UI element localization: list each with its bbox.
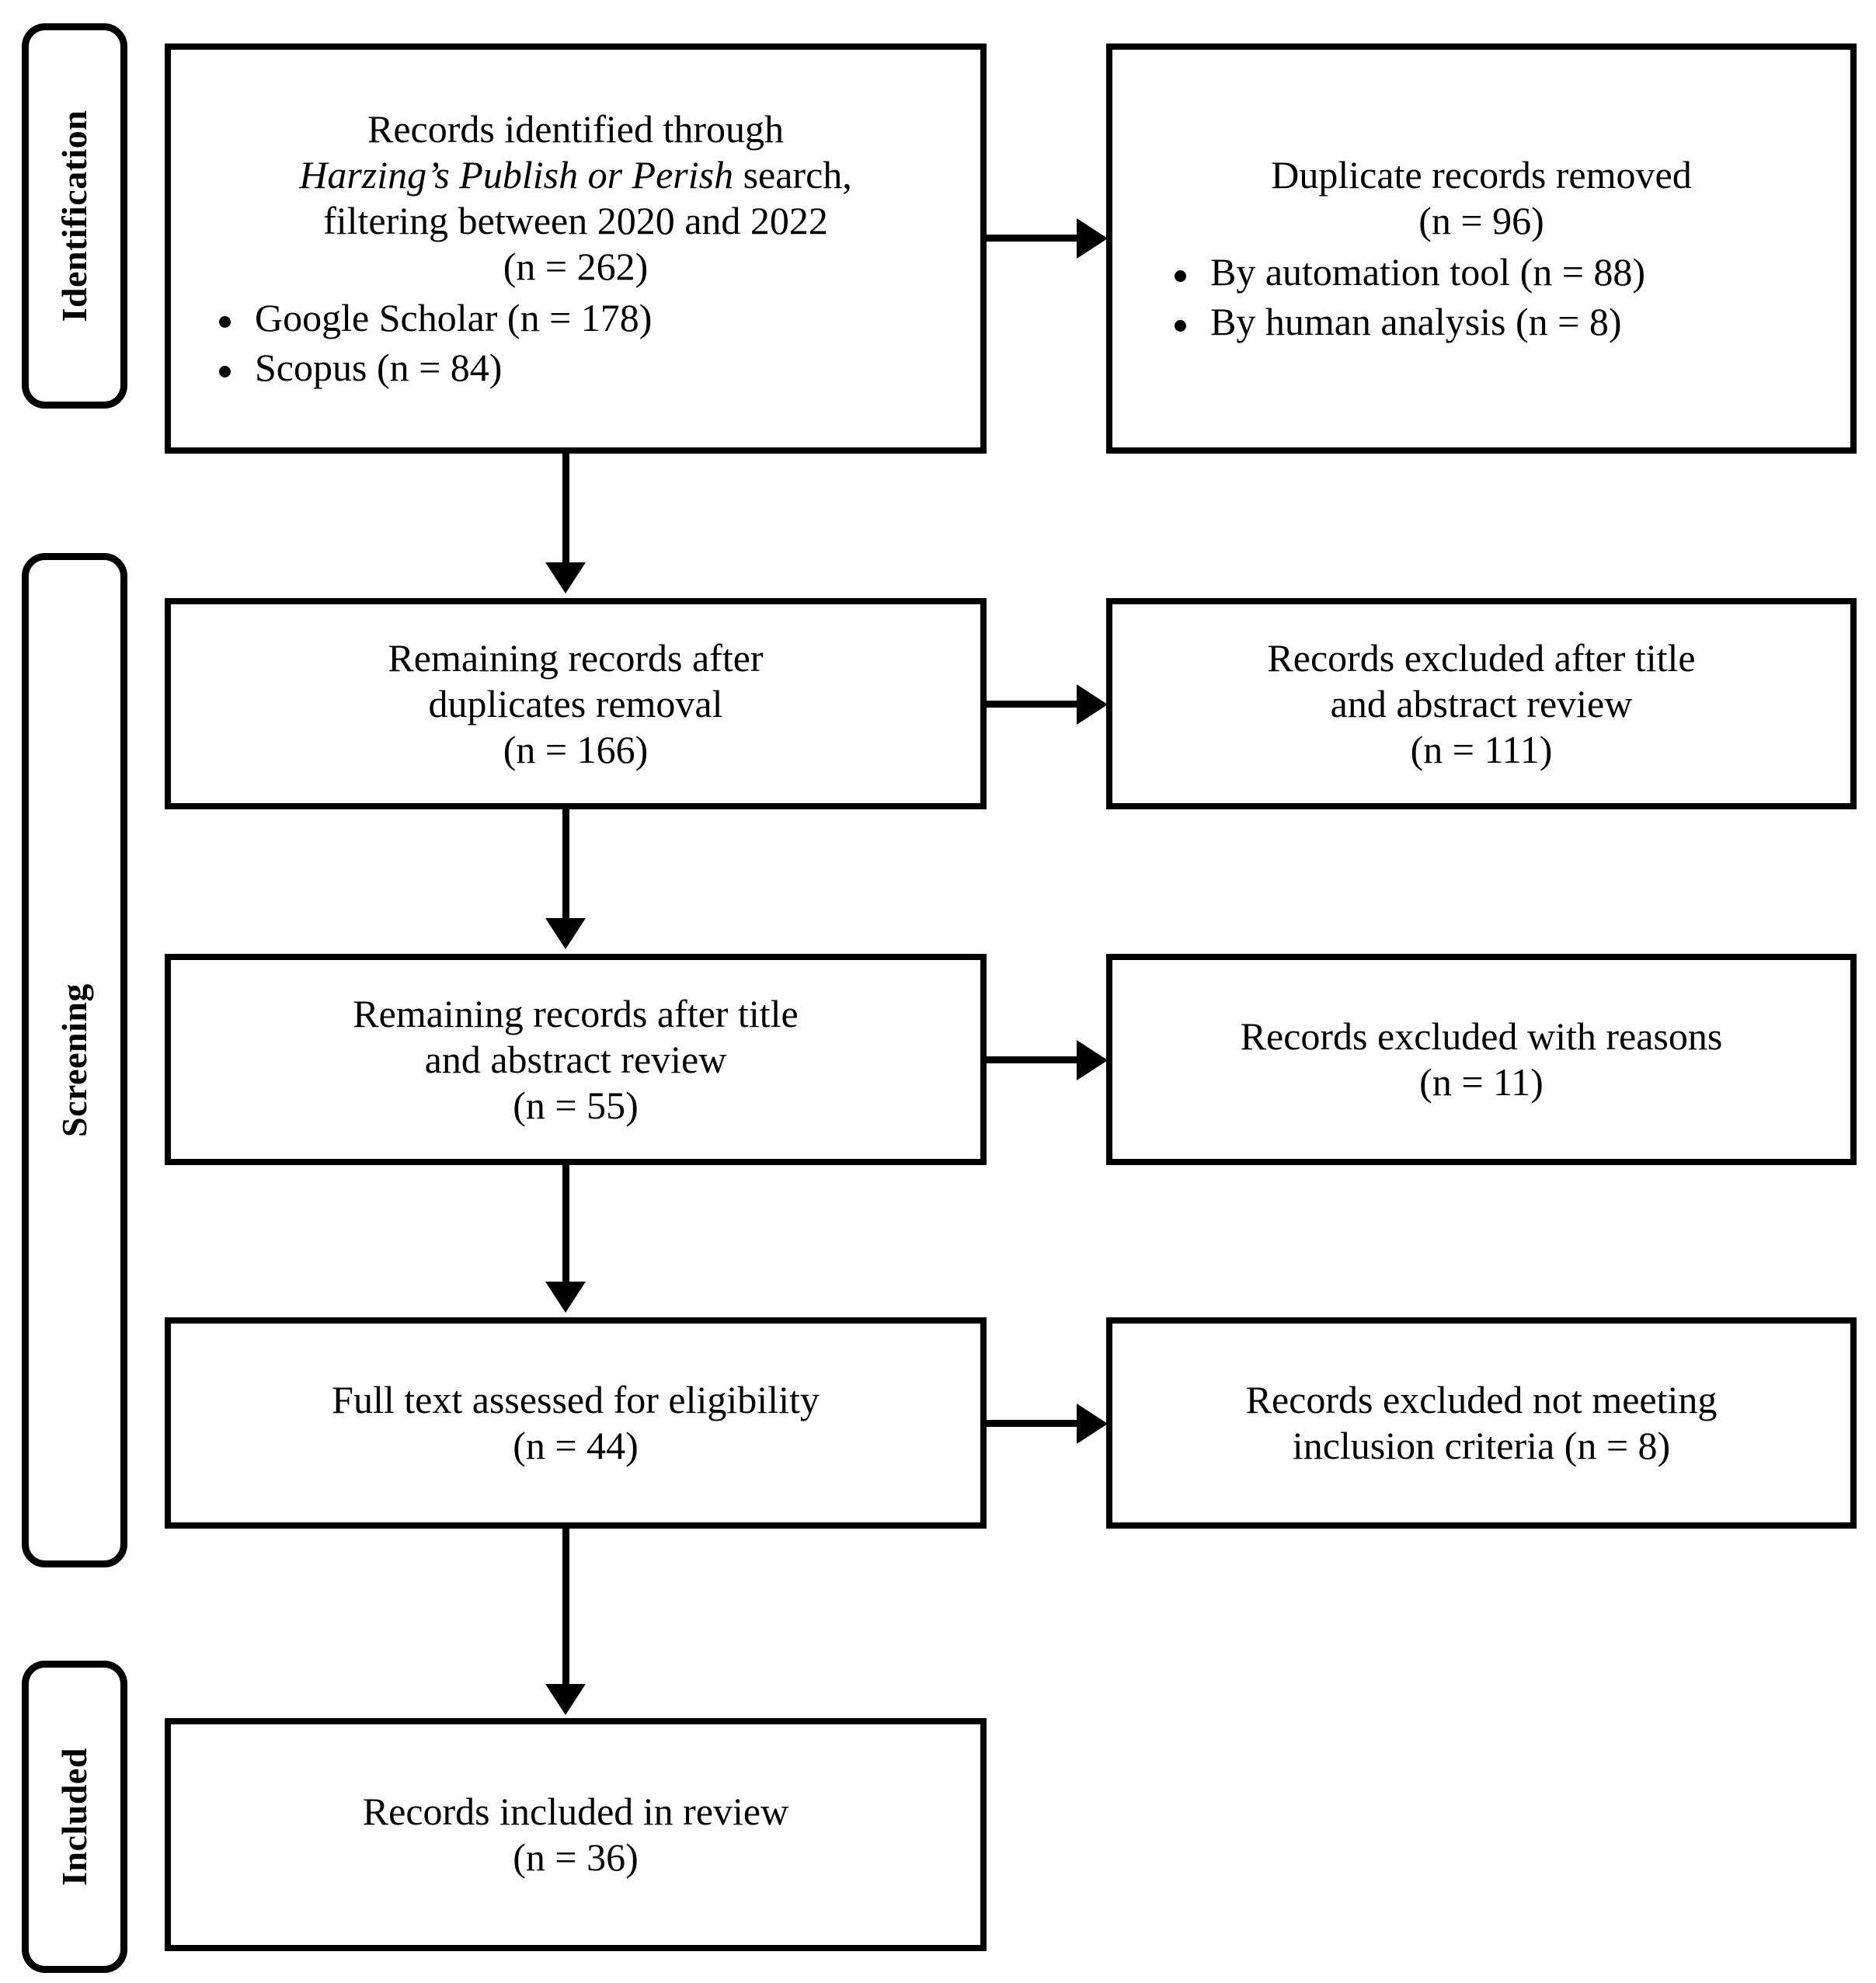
included-line1: Records included in review xyxy=(362,1790,789,1833)
arrowhead-remaining-ta-to-excluded-reasons xyxy=(1077,1040,1108,1080)
box-records-included-in-review-text: Records included in review (n = 36) xyxy=(183,1789,968,1880)
stage-label-identification: Identification xyxy=(22,23,127,409)
arrowhead-remaining-to-excluded-ta xyxy=(1077,684,1108,725)
connector-identified-to-remaining xyxy=(562,454,569,562)
arrowhead-full-text-to-excluded-criteria xyxy=(1077,1404,1108,1444)
remaining-dup-line2: duplicates removal xyxy=(428,681,723,725)
records-identified-line1: Records identified through xyxy=(367,107,784,151)
connector-remaining-to-excluded-ta xyxy=(987,701,1077,708)
connector-remaining-to-remaining-ta xyxy=(562,809,569,918)
connector-remaining-ta-to-excluded-reasons xyxy=(987,1056,1077,1063)
box-duplicate-records-removed-text: Duplicate records removed (n = 96) xyxy=(1125,152,1838,244)
arrowhead-identified-to-duplicates xyxy=(1077,218,1108,259)
box-remaining-after-title-abstract-text: Remaining records after title and abstra… xyxy=(183,991,968,1129)
connector-remaining-ta-to-full-text xyxy=(562,1165,569,1282)
stage-label-identification-text: Identification xyxy=(54,110,94,322)
box-remaining-after-title-abstract: Remaining records after title and abstra… xyxy=(165,954,987,1165)
arrowhead-remaining-ta-to-full-text xyxy=(545,1282,586,1313)
box-excluded-with-reasons-text: Records excluded with reasons (n = 11) xyxy=(1125,1014,1838,1105)
list-item: By human analysis (n = 8) xyxy=(1125,298,1838,345)
records-identified-line3: filtering between 2020 and 2022 xyxy=(323,199,828,242)
box-excluded-not-meeting-criteria-text: Records excluded not meeting inclusion c… xyxy=(1125,1377,1838,1469)
box-remaining-after-duplicates: Remaining records after duplicates remov… xyxy=(165,598,987,809)
stage-label-included: Included xyxy=(22,1661,127,1973)
box-duplicate-records-removed: Duplicate records removed (n = 96) By au… xyxy=(1106,43,1857,454)
remaining-ta-count: (n = 55) xyxy=(513,1083,639,1127)
box-excluded-not-meeting-criteria: Records excluded not meeting inclusion c… xyxy=(1106,1317,1857,1529)
connector-full-text-to-included xyxy=(562,1529,569,1684)
box-excluded-after-title-abstract: Records excluded after title and abstrac… xyxy=(1106,598,1857,809)
box-records-included-in-review: Records included in review (n = 36) xyxy=(165,1718,987,1951)
list-item: By automation tool (n = 88) xyxy=(1125,249,1838,295)
records-identified-count: (n = 262) xyxy=(503,245,649,288)
excluded-ta-line2: and abstract review xyxy=(1330,681,1633,725)
connector-full-text-to-excluded-criteria xyxy=(987,1420,1077,1427)
excluded-reasons-line1: Records excluded with reasons xyxy=(1240,1014,1723,1058)
list-item: Google Scholar (n = 178) xyxy=(183,294,968,341)
remaining-dup-count: (n = 166) xyxy=(503,727,649,771)
box-excluded-after-title-abstract-text: Records excluded after title and abstrac… xyxy=(1125,635,1838,773)
box-excluded-with-reasons: Records excluded with reasons (n = 11) xyxy=(1106,954,1857,1165)
excluded-reasons-count: (n = 11) xyxy=(1419,1060,1544,1104)
box-records-identified: Records identified through Harzing’s Pub… xyxy=(165,43,987,454)
excluded-criteria-line2: inclusion criteria (n = 8) xyxy=(1292,1424,1671,1467)
excluded-ta-line1: Records excluded after title xyxy=(1267,635,1696,680)
duplicates-methods: By automation tool (n = 88) By human ana… xyxy=(1125,245,1838,345)
full-text-line1: Full text assessed for eligibility xyxy=(332,1378,820,1421)
records-identified-line2: Harzing’s Publish or Perish search, xyxy=(183,152,968,198)
arrowhead-remaining-to-remaining-ta xyxy=(545,918,586,949)
arrowhead-identified-to-remaining xyxy=(545,562,586,593)
box-full-text-assessed-text: Full text assessed for eligibility (n = … xyxy=(183,1377,968,1469)
list-item: Scopus (n = 84) xyxy=(183,344,968,391)
box-full-text-assessed: Full text assessed for eligibility (n = … xyxy=(165,1317,987,1529)
duplicates-line1: Duplicate records removed xyxy=(1271,153,1692,197)
connector-identified-to-duplicates xyxy=(987,235,1077,242)
remaining-dup-line1: Remaining records after xyxy=(388,635,764,680)
remaining-ta-line1: Remaining records after title xyxy=(353,991,799,1035)
stage-label-screening-text: Screening xyxy=(54,983,94,1137)
box-remaining-after-duplicates-text: Remaining records after duplicates remov… xyxy=(183,635,968,773)
arrowhead-full-text-to-included xyxy=(545,1684,586,1715)
excluded-criteria-line1: Records excluded not meeting xyxy=(1245,1378,1718,1421)
records-identified-line2-rest: search, xyxy=(733,153,852,197)
excluded-ta-count: (n = 111) xyxy=(1410,727,1553,771)
records-identified-sources: Google Scholar (n = 178) Scopus (n = 84) xyxy=(183,291,968,391)
stage-label-included-text: Included xyxy=(54,1748,94,1886)
full-text-count: (n = 44) xyxy=(513,1424,639,1467)
box-records-identified-text: Records identified through Harzing’s Pub… xyxy=(183,106,968,290)
stage-label-screening: Screening xyxy=(22,553,127,1567)
remaining-ta-line2: and abstract review xyxy=(424,1037,727,1081)
duplicates-count: (n = 96) xyxy=(1418,199,1544,242)
included-count: (n = 36) xyxy=(513,1835,639,1879)
records-identified-source-italic: Harzing’s Publish or Perish xyxy=(299,153,734,197)
